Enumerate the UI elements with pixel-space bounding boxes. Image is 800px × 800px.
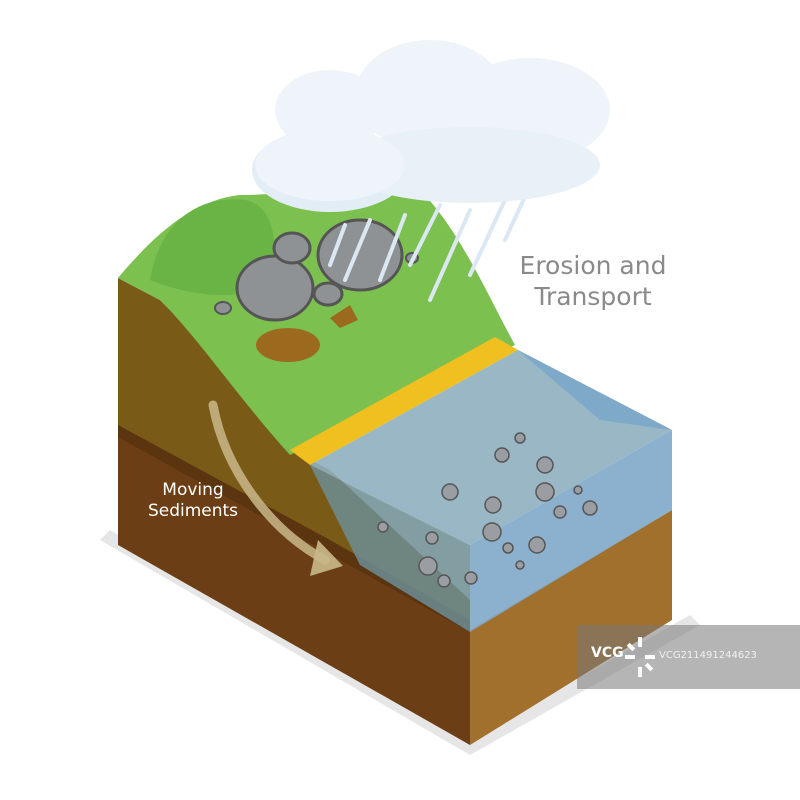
soil-band: [118, 425, 470, 632]
mud-patch: [256, 328, 320, 362]
soil-lower-layer: [118, 430, 470, 745]
annotation-line-2: Sediments: [147, 501, 239, 522]
cloud: [252, 40, 610, 212]
title-line-2: Transport: [534, 282, 652, 312]
water-side-face: [470, 430, 672, 632]
water-pebbles: [377, 432, 598, 588]
title-line-1: Erosion and: [519, 251, 667, 280]
sand-beach: [290, 337, 518, 465]
annotation-line-1: Moving: [162, 480, 224, 500]
sediment-arrowhead: [310, 540, 343, 576]
moving-sediments-label: Moving Sediments: [128, 480, 258, 523]
diagram-title: Erosion and Transport: [488, 250, 698, 313]
watermark: VCG VCG211491244623: [577, 625, 800, 689]
ground-shadow: [100, 530, 700, 755]
water-front-face: [310, 465, 470, 632]
watermark-logo: VCG: [591, 645, 624, 661]
water-deep-zone: [518, 350, 672, 430]
mud-patch-small: [330, 305, 358, 328]
soil-side-face: [470, 510, 672, 745]
watermark-id: VCG211491244623: [659, 650, 757, 661]
sediment-arrow: [208, 400, 330, 565]
watermark-mark-icon: [625, 637, 655, 677]
